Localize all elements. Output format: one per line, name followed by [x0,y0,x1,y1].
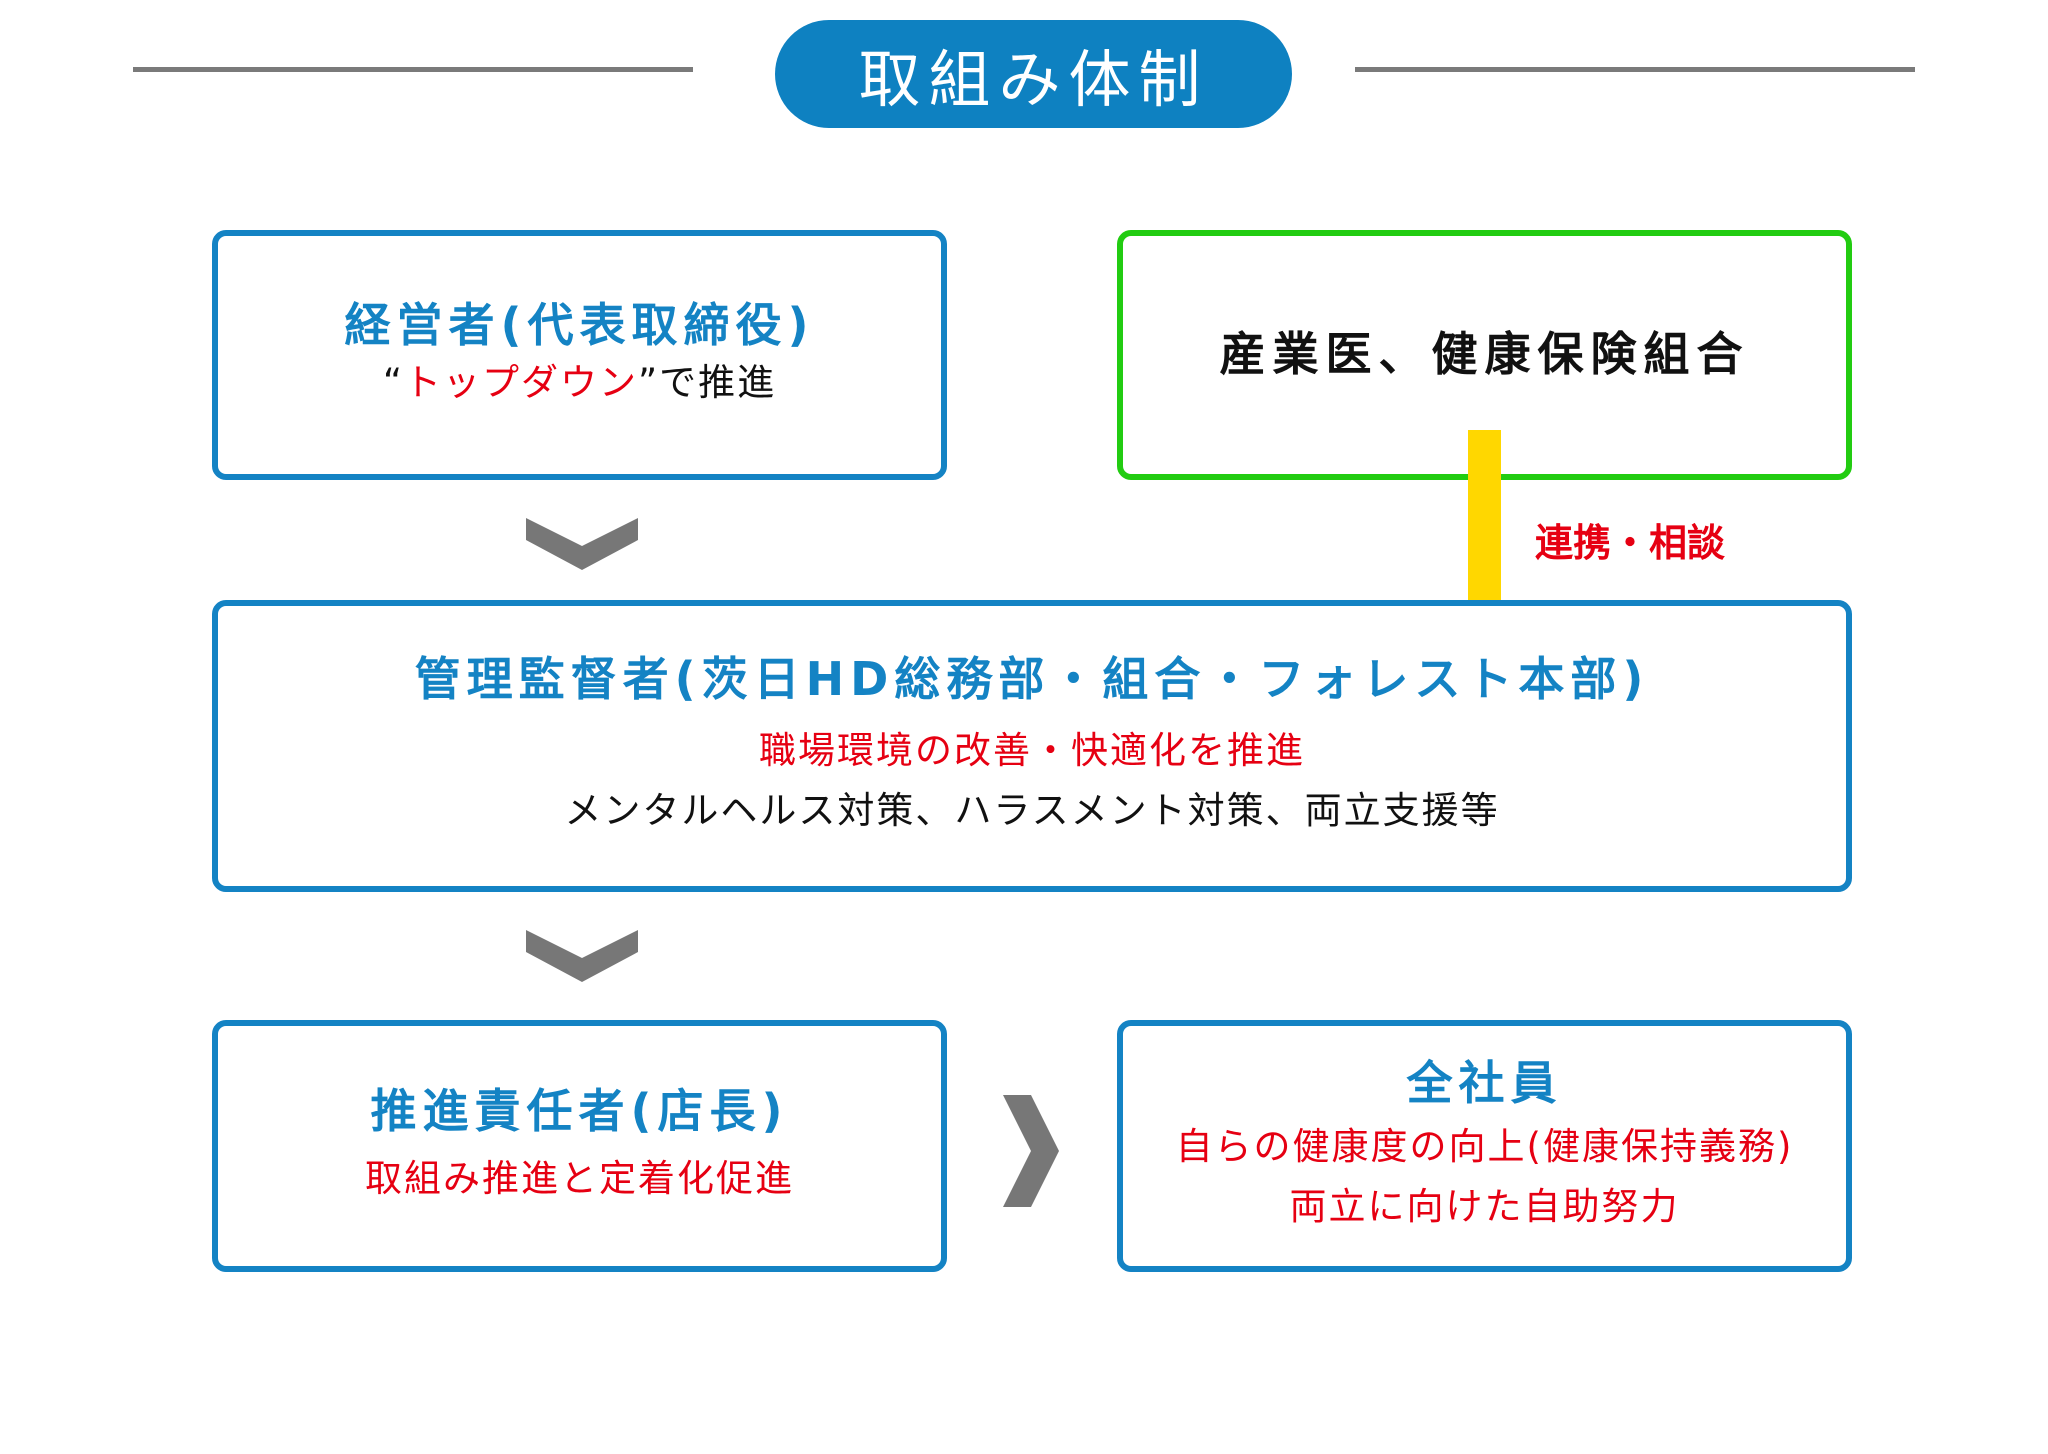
header-rule-right [1355,67,1915,72]
managers-box: 管理監督者(茨日HD総務部・組合・フォレスト本部) 職場環境の改善・快適化を推進… [212,600,1852,892]
managers-line1: 職場環境の改善・快適化を推進 [759,729,1305,773]
partner-connector [1468,430,1501,600]
executive-box: 経営者(代表取締役) “トップダウン”で推進 [212,230,947,480]
executive-description: “トップダウン”で推進 [383,353,776,412]
employees-line1: 自らの健康度の向上(健康保持義務) [1175,1125,1794,1169]
partners-title: 産業医、健康保険組合 [1219,327,1750,382]
top-down-emphasis: トップダウン [404,361,638,404]
chevron-down-icon [526,518,638,570]
employees-box: 全社員 自らの健康度の向上(健康保持義務) 両立に向けた自助努力 [1117,1020,1852,1272]
quote-open: “ [382,361,404,404]
header-rule-left [133,67,693,72]
leaders-title: 推進責任者(店長) [370,1083,789,1138]
quote-close: ”で推進 [638,361,777,404]
managers-line2: メンタルヘルス対策、ハラスメント対策、両立支援等 [564,788,1500,832]
employees-title: 全社員 [1406,1056,1563,1111]
managers-title: 管理監督者(茨日HD総務部・組合・フォレスト本部) [414,652,1650,707]
leaders-box: 推進責任者(店長) 取組み推進と定着化促進 [212,1020,947,1272]
chevron-right-icon [1003,1095,1059,1207]
section-title: 取組み体制 [775,20,1292,128]
chevron-down-icon [526,930,638,982]
executive-title: 経営者(代表取締役) [344,297,815,352]
employees-line2: 両立に向けた自助努力 [1289,1184,1680,1228]
partner-link-label: 連携・相談 [1535,521,1726,565]
leaders-line1: 取組み推進と定着化促進 [365,1157,794,1200]
